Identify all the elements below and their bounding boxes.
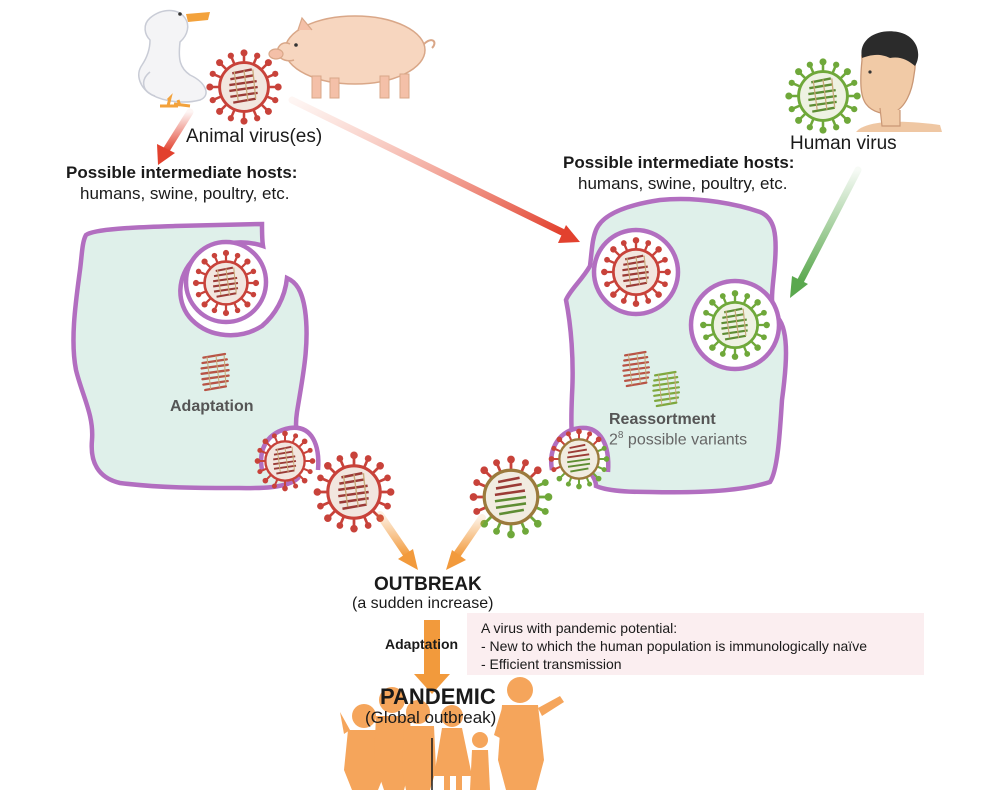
arrow-human-to-right-cell bbox=[790, 166, 862, 298]
outbreak-subtitle: (a sudden increase) bbox=[352, 595, 494, 612]
pig-icon bbox=[268, 15, 436, 99]
variants-label: 28 possible variants bbox=[609, 430, 748, 449]
right-hosts-title: Possible intermediate hosts: bbox=[563, 153, 795, 172]
pandemic-title: PANDEMIC bbox=[380, 684, 496, 709]
human-virus-label: Human virus bbox=[790, 133, 897, 154]
outbreak-title: OUTBREAK bbox=[374, 574, 482, 595]
virus-icon bbox=[599, 235, 673, 309]
arrow-animal-to-right-cell bbox=[288, 96, 580, 243]
arrow-right-to-outbreak bbox=[446, 514, 486, 570]
potential-item-transmission: - Efficient transmission bbox=[481, 656, 622, 672]
arrow-outbreak-to-pandemic bbox=[414, 620, 450, 694]
virus-icon bbox=[191, 248, 261, 318]
potential-title: A virus with pandemic potential: bbox=[481, 620, 678, 636]
human-virus-icon bbox=[783, 56, 863, 136]
animal-virus-icon bbox=[204, 47, 284, 127]
adaptation-cell-label: Adaptation bbox=[170, 398, 254, 415]
pandemic-subtitle: (Global outbreak) bbox=[365, 708, 497, 727]
potential-item-naive: - New to which the human population is i… bbox=[481, 638, 867, 654]
left-hosts-title: Possible intermediate hosts: bbox=[66, 163, 298, 182]
right-hosts-list: humans, swine, poultry, etc. bbox=[578, 174, 788, 193]
goose-icon bbox=[138, 9, 210, 108]
released-reassortant-virus-icon bbox=[468, 454, 554, 540]
virus-icon bbox=[698, 288, 772, 362]
budding-virus-icon bbox=[253, 429, 317, 493]
reassortment-label: Reassortment bbox=[609, 411, 716, 428]
crowd-icon bbox=[340, 677, 564, 790]
arrow-animal-to-left-cell bbox=[157, 108, 194, 165]
human-head-icon bbox=[856, 31, 942, 132]
arrow-left-to-outbreak bbox=[376, 511, 418, 570]
pandemic-potential-box: A virus with pandemic potential: - New t… bbox=[467, 613, 924, 675]
left-hosts-list: humans, swine, poultry, etc. bbox=[80, 184, 290, 203]
adaptation-step-label: Adaptation bbox=[385, 636, 459, 652]
budding-virus-icon bbox=[547, 427, 611, 491]
animal-virus-label: Animal virus(es) bbox=[186, 126, 323, 147]
